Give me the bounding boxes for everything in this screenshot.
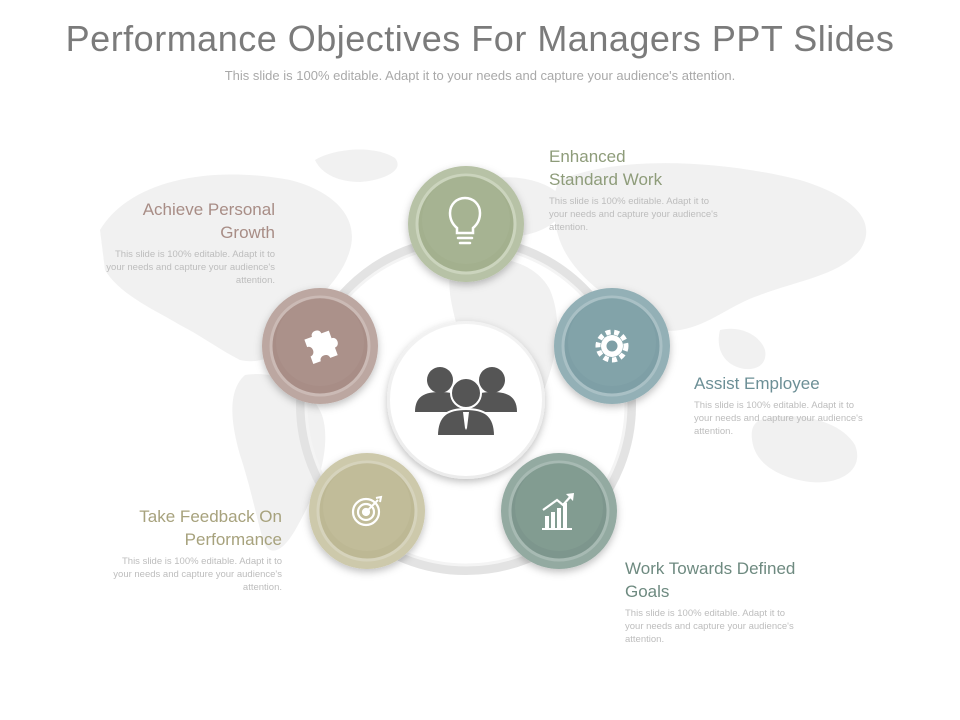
label-description: This slide is 100% editable. Adapt it to… xyxy=(694,400,863,437)
label-take-feedback: Take Feedback On Performance This slide … xyxy=(80,505,282,594)
node-enhanced xyxy=(408,166,524,282)
node-assist xyxy=(554,288,670,404)
growth-chart-icon xyxy=(542,493,574,530)
label-description: This slide is 100% editable. Adapt it to… xyxy=(113,556,282,593)
label-description: This slide is 100% editable. Adapt it to… xyxy=(549,196,718,233)
label-description: This slide is 100% editable. Adapt it to… xyxy=(106,249,275,286)
label-title: Assist Employee xyxy=(694,374,820,393)
center-hub xyxy=(387,321,545,479)
label-description: This slide is 100% editable. Adapt it to… xyxy=(625,608,794,645)
team-icon xyxy=(415,367,517,437)
label-achieve-personal-growth: Achieve Personal Growth This slide is 10… xyxy=(75,198,275,287)
label-title: Achieve Personal Growth xyxy=(142,200,275,242)
node-feedback xyxy=(309,453,425,569)
lightbulb-icon xyxy=(448,196,482,245)
slide-subtitle: This slide is 100% editable. Adapt it to… xyxy=(224,68,736,83)
label-title: Work Towards Defined Goals xyxy=(625,559,796,601)
label-work-towards-goals: Work Towards Defined Goals This slide is… xyxy=(625,557,825,646)
node-goals xyxy=(501,453,617,569)
slide-title: Performance Objectives For Managers PPT … xyxy=(65,18,895,59)
label-assist-employee: Assist Employee This slide is 100% edita… xyxy=(694,372,894,438)
target-icon xyxy=(351,495,383,527)
label-enhanced-standard-work: Enhanced Standard Work This slide is 100… xyxy=(549,145,749,234)
node-personal xyxy=(262,288,378,404)
label-title: Take Feedback On Performance xyxy=(139,507,282,549)
puzzle-icon xyxy=(304,330,338,365)
label-title: Enhanced Standard Work xyxy=(549,147,663,189)
gear-icon xyxy=(595,329,629,363)
